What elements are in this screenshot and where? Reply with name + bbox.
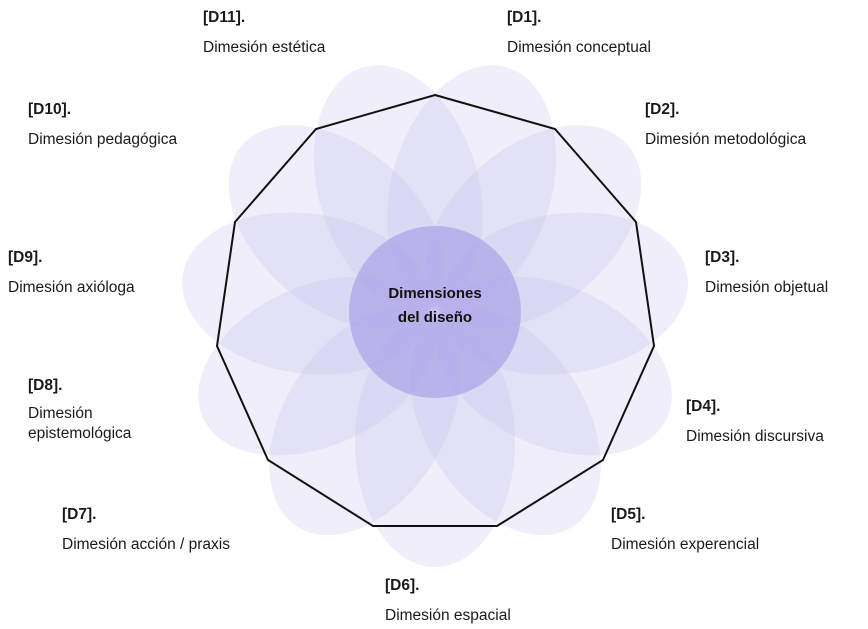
dimension-d10: [D10]. Dimesión pedagógica bbox=[28, 100, 177, 150]
center-label-line1: Dimensiones bbox=[388, 285, 482, 302]
center-label: Dimensiones del diseño bbox=[360, 282, 510, 330]
dimension-d3: [D3]. Dimesión objetual bbox=[705, 248, 828, 298]
dimension-name: Dimesión epistemológica bbox=[28, 405, 132, 442]
dimension-d6: [D6]. Dimesión espacial bbox=[385, 576, 511, 626]
center-circle bbox=[349, 226, 521, 398]
dimension-name: Dimesión discursiva bbox=[686, 428, 824, 445]
dimension-name: Dimesión acción / praxis bbox=[62, 536, 230, 553]
dimension-code: [D5]. bbox=[611, 506, 646, 523]
dimension-name: Dimesión metodológica bbox=[645, 131, 807, 148]
dimension-d1: [D1]. Dimesión conceptual bbox=[507, 8, 651, 58]
dimension-code: [D9]. bbox=[8, 249, 43, 266]
dimension-d11: [D11]. Dimesión estética bbox=[203, 8, 325, 58]
dimension-name: Dimesión objetual bbox=[705, 279, 829, 296]
dimension-name: Dimesión experencial bbox=[611, 536, 760, 553]
dimension-name: Dimesión estética bbox=[203, 39, 326, 56]
dimension-code: [D4]. bbox=[686, 398, 721, 415]
decagon-outline bbox=[215, 93, 656, 527]
dimension-name: Dimesión pedagógica bbox=[28, 131, 178, 148]
dimension-code: [D10]. bbox=[28, 101, 72, 118]
dimension-d5: [D5]. Dimesión experencial bbox=[611, 505, 759, 555]
dimension-d9: [D9]. Dimesión axióloga bbox=[8, 248, 135, 298]
dimension-d4: [D4]. Dimesión discursiva bbox=[686, 397, 824, 447]
dimension-code: [D7]. bbox=[62, 506, 97, 523]
dimension-name: Dimesión conceptual bbox=[507, 39, 651, 56]
dimension-code: [D8]. bbox=[28, 377, 63, 394]
dimension-code: [D11]. bbox=[203, 9, 246, 26]
dimension-d8: [D8]. Dimesión epistemológica bbox=[28, 376, 178, 444]
dimension-name: Dimesión axióloga bbox=[8, 279, 135, 296]
dimension-code: [D2]. bbox=[645, 101, 680, 118]
center-label-line2: del diseño bbox=[397, 309, 473, 326]
dimension-code: [D1]. bbox=[507, 9, 542, 26]
dimension-code: [D6]. bbox=[385, 577, 420, 594]
dimension-name: Dimesión espacial bbox=[385, 607, 511, 624]
dimension-code: [D3]. bbox=[705, 249, 740, 266]
dimension-d7: [D7]. Dimesión acción / praxis bbox=[62, 505, 230, 555]
dimension-d2: [D2]. Dimesión metodológica bbox=[645, 100, 806, 150]
